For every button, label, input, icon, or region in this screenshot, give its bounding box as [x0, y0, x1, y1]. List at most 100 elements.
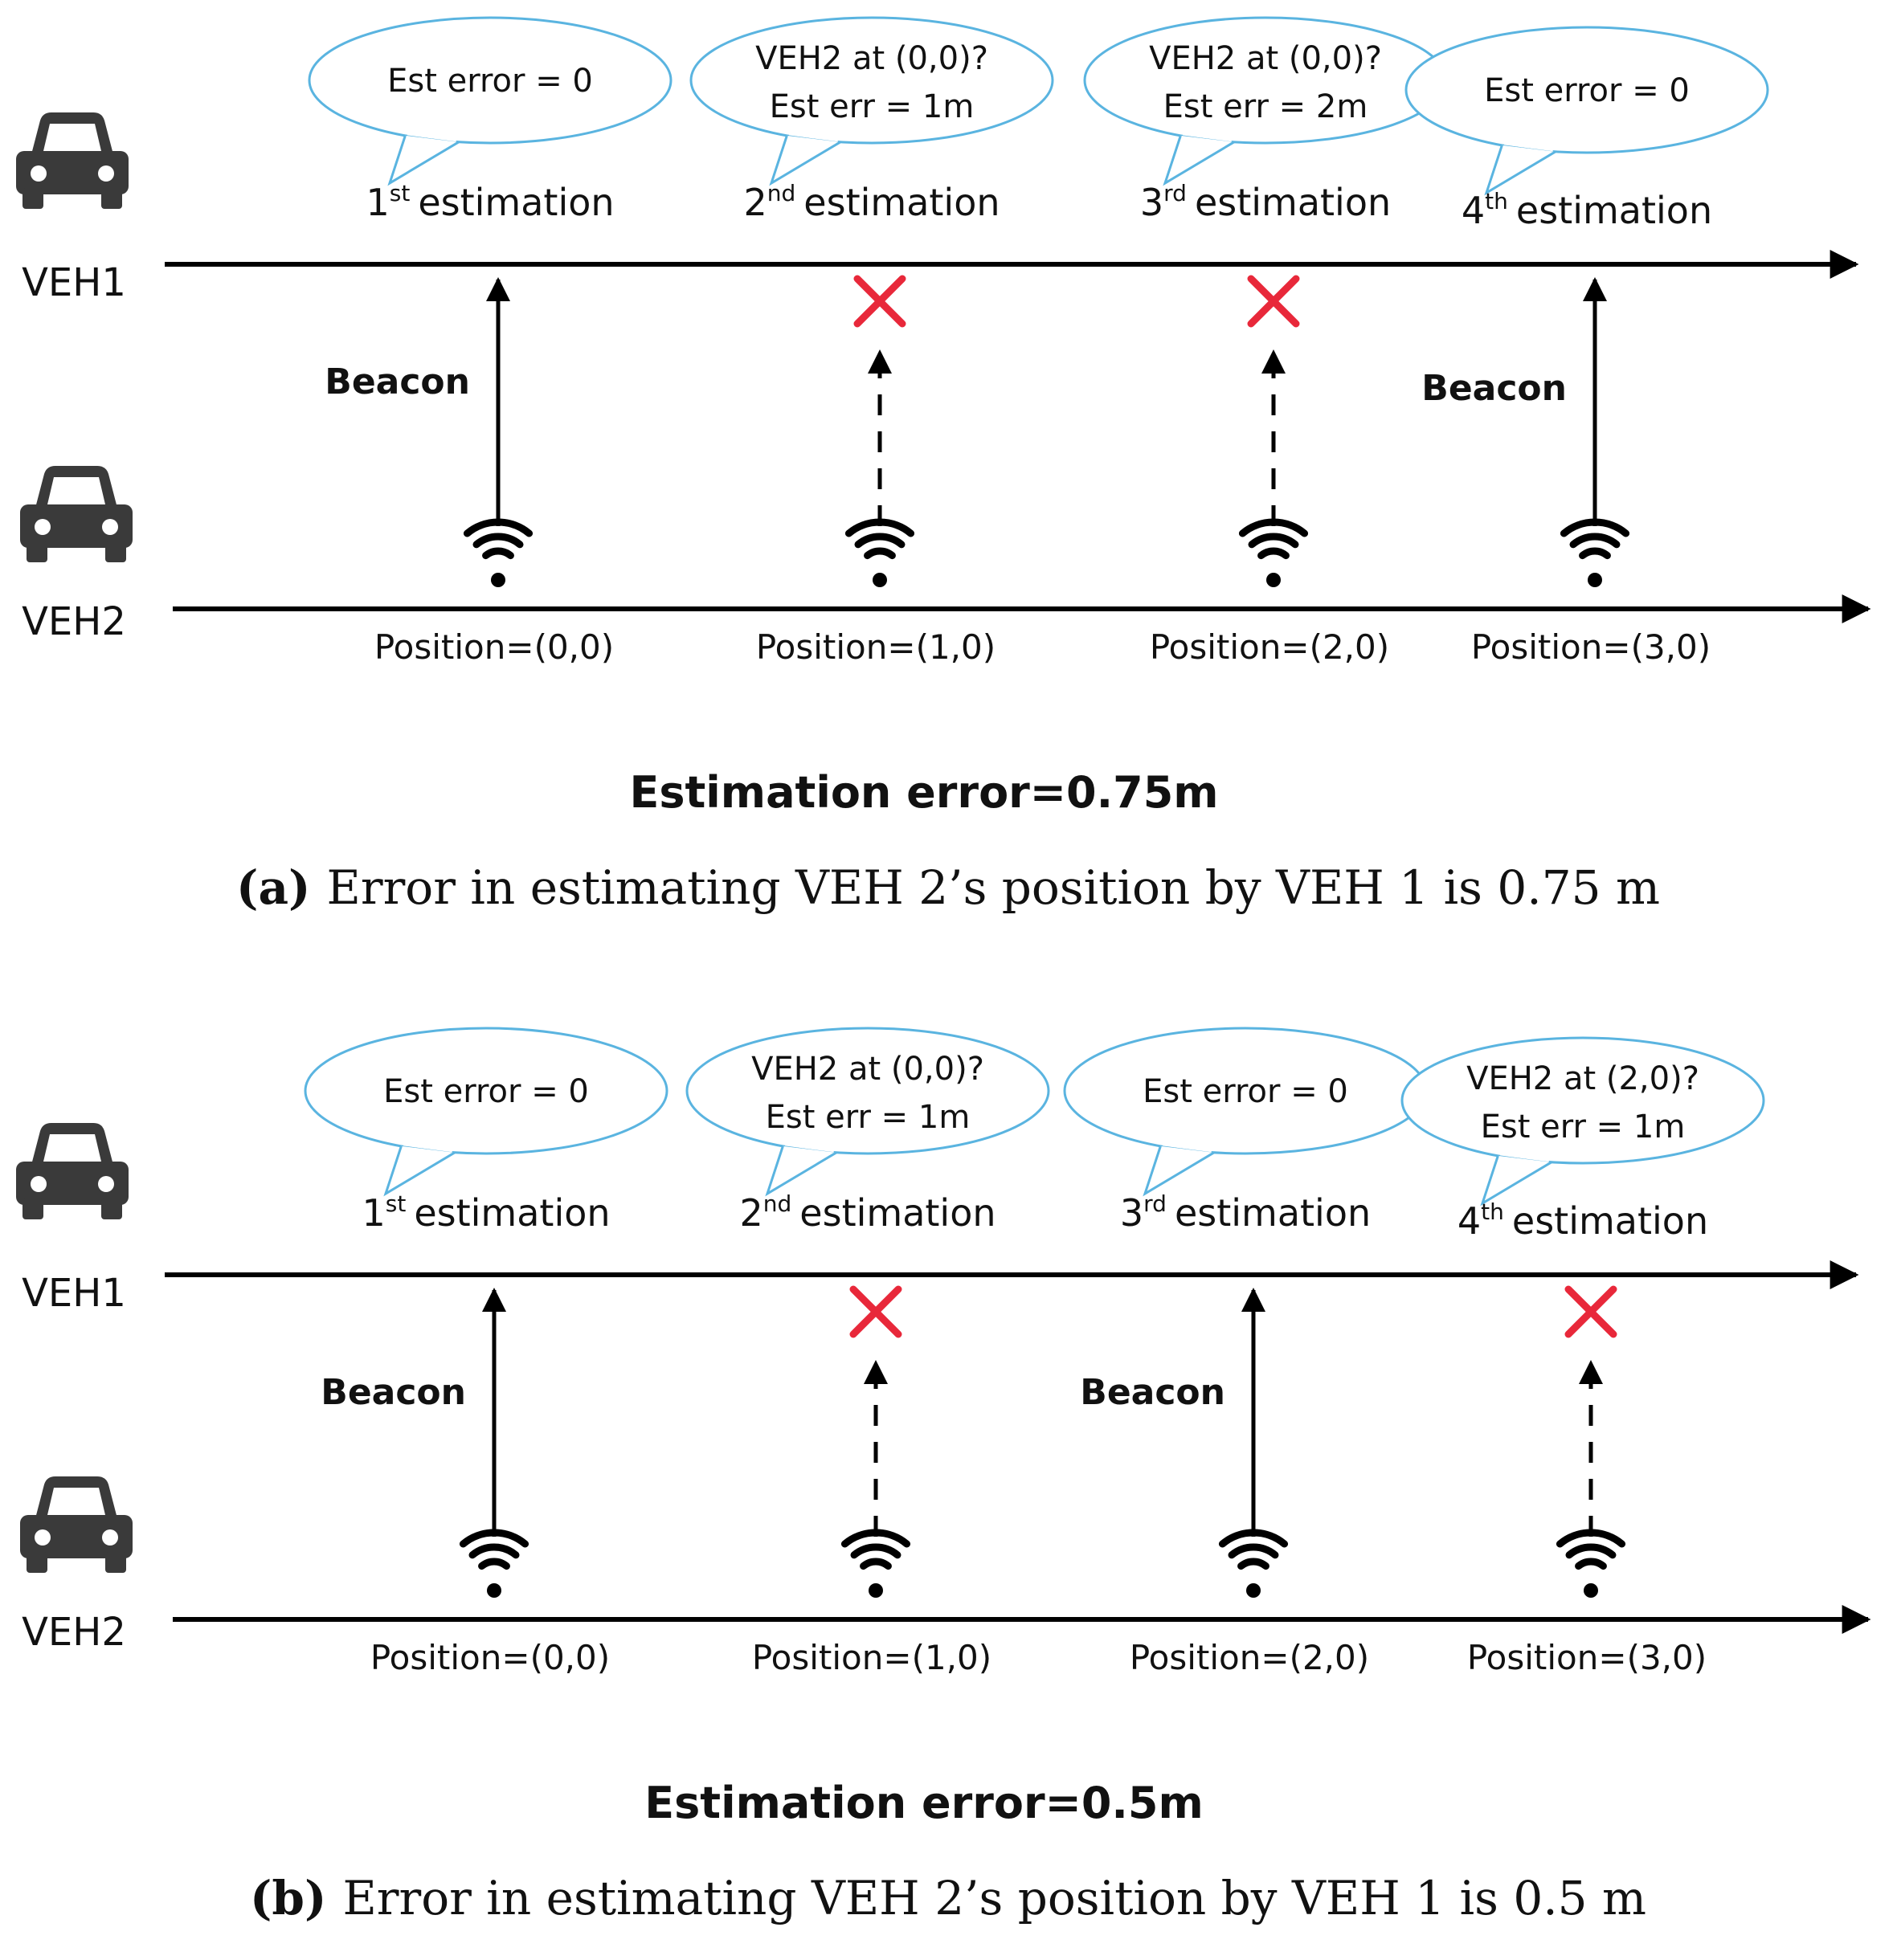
- step-3: Est error = 0 3rd estimationBeaconPosition…: [1063, 1027, 1428, 1677]
- red-x-icon: [1247, 275, 1300, 328]
- step-2: VEH2 at (0,0)? Est err = 1m 2nd estimationP…: [689, 16, 1054, 667]
- step-4: VEH2 at (2,0)? Est err = 1m 4th estimationP…: [1400, 1036, 1765, 1677]
- veh2-label: VEH2: [22, 599, 126, 644]
- beacon-label: Beacon: [1080, 1372, 1225, 1413]
- caption-text: Error in estimating VEH 2’s position by …: [342, 1871, 1646, 1925]
- estimation-label: 3rd estimation: [1140, 180, 1391, 224]
- estimation-number: 3: [1120, 1191, 1143, 1235]
- estimation-word: estimation: [1512, 1199, 1708, 1243]
- estimation-number: 1: [362, 1191, 385, 1235]
- veh1-car-icon: [16, 112, 129, 209]
- caption: (b) Error in estimating VEH 2’s position …: [250, 1871, 1646, 1925]
- wifi-signal-icon: [1560, 518, 1630, 587]
- red-x-icon: [1564, 1285, 1617, 1338]
- position-label: Position=(3,0): [1471, 627, 1711, 667]
- summary-text: Estimation error=0.75m: [629, 767, 1218, 818]
- bubble-text: Est error = 0: [383, 1073, 589, 1110]
- estimation-word: estimation: [799, 1191, 996, 1235]
- step-1: Est error = 0 1st estimationBeaconPosition…: [304, 1027, 668, 1677]
- estimation-ordinal: th: [1481, 1198, 1504, 1225]
- bubble-text: Est error = 0: [1484, 72, 1690, 109]
- estimation-word: estimation: [1175, 1191, 1371, 1235]
- estimation-label: 2nd estimation: [739, 1190, 996, 1235]
- bubble-text: Est err = 1m: [766, 1099, 971, 1136]
- estimation-label: 2nd estimation: [743, 180, 1000, 224]
- estimation-word: estimation: [803, 181, 1000, 224]
- summary-text: Estimation error=0.5m: [644, 1778, 1204, 1828]
- speech-bubble: VEH2 at (2,0)? Est err = 1m: [1400, 1036, 1765, 1207]
- estimation-number: 2: [743, 181, 767, 224]
- estimation-label: 1st estimation: [366, 180, 614, 224]
- position-label: Position=(2,0): [1150, 627, 1389, 667]
- wifi-signal-icon: [844, 518, 915, 587]
- estimation-ordinal: th: [1485, 188, 1508, 214]
- caption: (a) Error in estimating VEH 2’s position …: [236, 860, 1660, 915]
- bubble-text: Est err = 1m: [1481, 1109, 1686, 1145]
- bubble-text: VEH2 at (0,0)?: [751, 1051, 984, 1088]
- speech-bubble: Est error = 0: [1063, 1027, 1428, 1197]
- estimation-label: 1st estimation: [362, 1190, 610, 1235]
- estimation-word: estimation: [414, 1191, 610, 1235]
- position-label: Position=(1,0): [756, 627, 996, 667]
- red-x-icon: [849, 1285, 902, 1338]
- step-3: VEH2 at (0,0)? Est err = 2m 3rd estimationP…: [1083, 16, 1448, 667]
- estimation-ordinal: st: [386, 1190, 407, 1217]
- estimation-label: 4th estimation: [1458, 1198, 1708, 1243]
- wifi-signal-icon: [1556, 1529, 1626, 1598]
- estimation-number: 1: [366, 181, 389, 224]
- estimation-ordinal: st: [390, 180, 411, 206]
- veh2-label: VEH2: [22, 1610, 126, 1655]
- bubble-text: VEH2 at (0,0)?: [755, 40, 988, 77]
- wifi-signal-icon: [840, 1529, 911, 1598]
- step-2: VEH2 at (0,0)? Est err = 1m 2nd estimationP…: [685, 1027, 1050, 1677]
- veh1-label: VEH1: [22, 260, 126, 305]
- bubble-text: Est error = 0: [387, 63, 593, 100]
- position-label: Position=(1,0): [752, 1638, 991, 1677]
- estimation-ordinal: nd: [763, 1190, 792, 1217]
- bubble-text: VEH2 at (0,0)?: [1149, 40, 1382, 77]
- speech-bubble: Est error = 0: [304, 1027, 668, 1197]
- caption-text: Error in estimating VEH 2’s position by …: [327, 860, 1660, 915]
- estimation-number: 3: [1140, 181, 1163, 224]
- speech-bubble: VEH2 at (0,0)? Est err = 2m: [1083, 16, 1448, 186]
- bubble-text: Est err = 2m: [1163, 88, 1368, 125]
- estimation-label: 3rd estimation: [1120, 1190, 1371, 1235]
- step-4: Est error = 0 4th estimationBeaconPosition…: [1404, 26, 1769, 667]
- speech-bubble: Est error = 0: [1404, 26, 1769, 196]
- beacon-label: Beacon: [325, 361, 470, 402]
- red-x-icon: [853, 275, 906, 328]
- estimation-word: estimation: [1516, 189, 1712, 232]
- estimation-ordinal: rd: [1163, 180, 1187, 206]
- position-label: Position=(0,0): [374, 627, 614, 667]
- position-label: Position=(2,0): [1130, 1638, 1369, 1677]
- estimation-word: estimation: [1195, 181, 1391, 224]
- bubble-text: Est err = 1m: [770, 88, 975, 125]
- position-label: Position=(0,0): [370, 1638, 610, 1677]
- estimation-label: 4th estimation: [1462, 188, 1712, 232]
- estimation-ordinal: nd: [767, 180, 796, 206]
- speech-bubble: VEH2 at (0,0)? Est err = 1m: [689, 16, 1054, 186]
- speech-bubble: Est error = 0: [308, 16, 673, 186]
- speech-bubble: VEH2 at (0,0)? Est err = 1m: [685, 1027, 1050, 1197]
- estimation-ordinal: rd: [1143, 1190, 1167, 1217]
- step-1: Est error = 0 1st estimationBeaconPosition…: [308, 16, 673, 667]
- veh2-car-icon: [20, 1476, 133, 1573]
- estimation-number: 2: [739, 1191, 762, 1235]
- veh1-car-icon: [16, 1123, 129, 1219]
- caption-letter: (b): [250, 1871, 326, 1925]
- bubble-text: Est error = 0: [1143, 1073, 1348, 1110]
- caption-letter: (a): [236, 860, 310, 915]
- wifi-signal-icon: [459, 1529, 529, 1598]
- estimation-number: 4: [1462, 189, 1485, 232]
- bubble-text: VEH2 at (2,0)?: [1466, 1060, 1699, 1097]
- position-label: Position=(3,0): [1467, 1638, 1707, 1677]
- wifi-signal-icon: [1238, 518, 1309, 587]
- beacon-label: Beacon: [1421, 368, 1567, 409]
- beacon-label: Beacon: [321, 1372, 466, 1413]
- estimation-number: 4: [1458, 1199, 1481, 1243]
- estimation-word: estimation: [418, 181, 614, 224]
